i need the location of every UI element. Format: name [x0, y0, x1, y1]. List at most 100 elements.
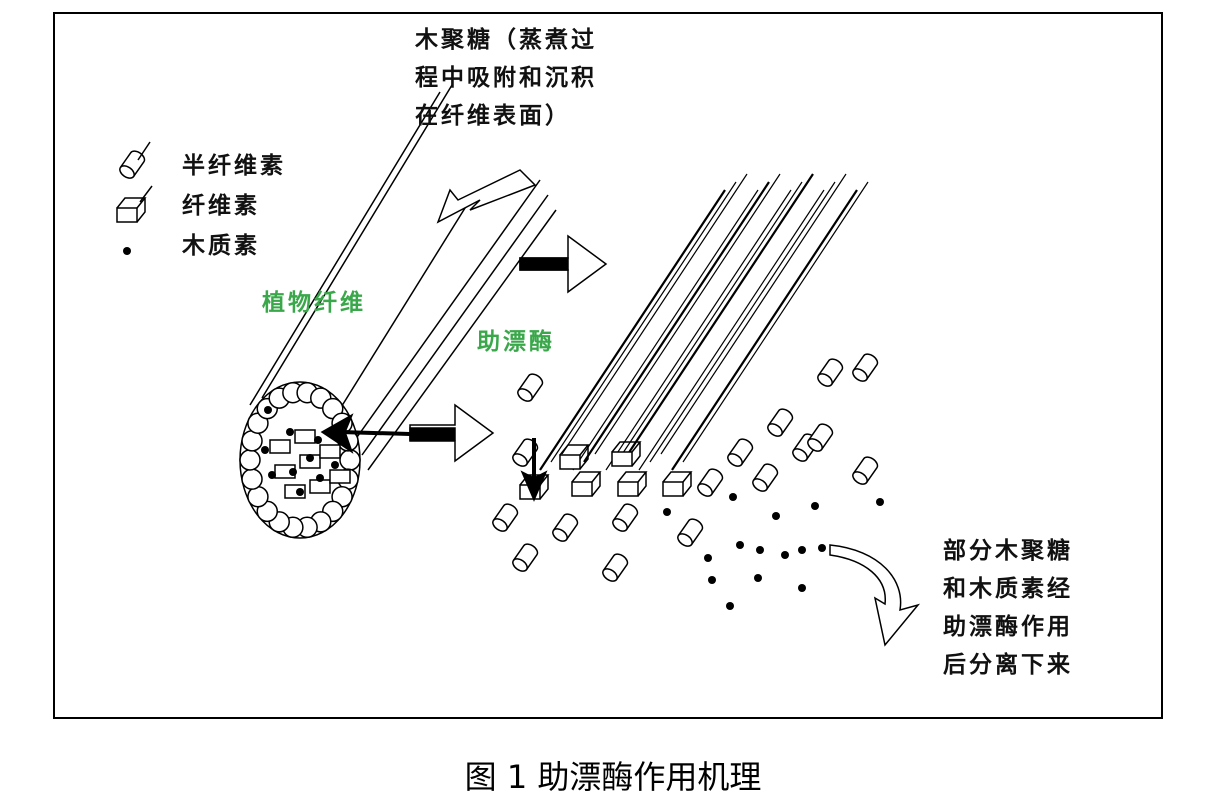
hemicellulose-cylinder-icon [492, 503, 519, 532]
cellulose-cuboid-icon [116, 197, 147, 223]
lignin-dot-icon [729, 493, 737, 501]
lignin-dot-icon [756, 546, 764, 554]
hemicellulose-circle [339, 449, 361, 471]
cuboid-edge [571, 471, 602, 497]
cylinder-end [119, 165, 135, 179]
lignin-dot-icon [811, 502, 819, 510]
separation-arrow-icon [829, 544, 921, 647]
fiber-strand [605, 189, 792, 471]
cylinder-end [752, 478, 768, 492]
hemicellulose-cylinder-icon [119, 150, 146, 179]
legend-cellulose: 纤维素 [182, 192, 260, 219]
hemicellulose-cylinder-icon [552, 513, 579, 542]
legend-stroke [137, 141, 151, 161]
fiber-line [261, 84, 453, 399]
cylinder-end [517, 388, 533, 402]
cylinder-end [552, 528, 568, 542]
cellulose-block [319, 444, 341, 459]
hemicellulose-cylinder-icon [752, 463, 779, 492]
lignin-dot-icon [704, 554, 712, 562]
lignin-dot-icon [264, 406, 272, 414]
hemicellulose-cylinder-icon [512, 438, 539, 467]
process-arrow-bar [519, 257, 569, 271]
cellulose-block [294, 429, 316, 444]
hemicellulose-cylinder-icon [697, 468, 724, 497]
lignin-dot-icon [261, 446, 269, 454]
hemicellulose-cylinder-icon [512, 543, 539, 572]
fiber-line [361, 194, 549, 456]
cuboid-face [571, 481, 593, 497]
result-label-line: 后分离下来 [943, 651, 1073, 678]
cylinder-end [792, 448, 808, 462]
lignin-dot-icon [818, 544, 826, 552]
lignin-dot-icon [876, 498, 884, 506]
fiber-strand [671, 189, 858, 471]
hemicellulose-cylinder-icon [727, 438, 754, 467]
lignin-dot-icon [726, 602, 734, 610]
hemicellulose-circle [239, 449, 261, 471]
fiber-strand [550, 181, 737, 463]
cellulose-cuboid-icon [662, 471, 693, 497]
xylan-deposition-arrow-icon [436, 169, 537, 224]
hemicellulose-cylinder-icon [807, 423, 834, 452]
lignin-dot-icon [331, 461, 339, 469]
legend-stroke [139, 185, 153, 203]
fiber-strand [594, 173, 781, 455]
cuboid-edge [519, 474, 550, 500]
cuboid-edge [116, 197, 147, 223]
cuboid-edge [617, 471, 648, 497]
lignin-dot-icon [754, 574, 762, 582]
cuboid-face [116, 207, 138, 223]
xylan-label-line: 在纤维表面） [415, 102, 571, 129]
cellulose-cuboid-icon [571, 471, 602, 497]
lignin-dot-icon [798, 584, 806, 592]
cellulose-cuboid-icon [559, 444, 590, 470]
figure-caption: 图 1 助漂酶作用机理 [464, 758, 762, 796]
lignin-dot-icon [289, 468, 297, 476]
lignin-dot-icon [314, 436, 322, 444]
xylan-label: 木聚糖（蒸煮过 程中吸附和沉积 在纤维表面） [415, 21, 597, 135]
plant-fiber-label: 植物纤维 [262, 289, 366, 316]
legend-hemicellulose: 半纤维素 [182, 152, 286, 179]
cylinder-end [602, 568, 618, 582]
lignin-dot-icon [286, 428, 294, 436]
fiber-strand [583, 181, 770, 463]
lignin-dot-icon [708, 576, 716, 584]
hemicellulose-cylinder-icon [612, 503, 639, 532]
result-label-line: 助漂酶作用 [943, 613, 1073, 640]
cylinder-end [817, 373, 833, 387]
fiber-strand [561, 173, 748, 455]
cylinder-end [767, 423, 783, 437]
hollow-arrow [436, 169, 537, 224]
fiber-strand [616, 181, 803, 463]
diagram-frame [53, 12, 1163, 719]
lignin-dot-icon [736, 541, 744, 549]
cuboid-face [617, 481, 639, 497]
lignin-dot-icon [772, 512, 780, 520]
lignin-dot-icon [296, 488, 304, 496]
lignin-dot-icon [798, 546, 806, 554]
enzyme-arrow-bar [409, 427, 456, 441]
cylinder-end [852, 368, 868, 382]
cylinder-end [512, 558, 528, 572]
cuboid-face [559, 454, 581, 470]
attack-arrowhead-icon [320, 413, 354, 454]
cuboid-edge [611, 441, 642, 467]
cylinder-end [512, 453, 528, 467]
lignin-dot-icon [123, 247, 131, 255]
fiber-strand [539, 189, 726, 471]
xylan-label-line: 程中吸附和沉积 [415, 64, 597, 91]
cuboid-face [662, 481, 684, 497]
fiber-line [367, 209, 557, 471]
cellulose-block [329, 469, 351, 484]
lignin-dot-icon [268, 471, 276, 479]
cellulose-cuboid-icon [611, 441, 642, 467]
cellulose-cuboid-icon [617, 471, 648, 497]
fiber-strand [638, 189, 825, 471]
cylinder-end [492, 518, 508, 532]
cuboid-edge [559, 444, 590, 470]
result-label-line: 部分木聚糖 [943, 537, 1073, 564]
cylinder-end [727, 453, 743, 467]
fiber-line [329, 199, 471, 426]
cylinder-end [852, 471, 868, 485]
